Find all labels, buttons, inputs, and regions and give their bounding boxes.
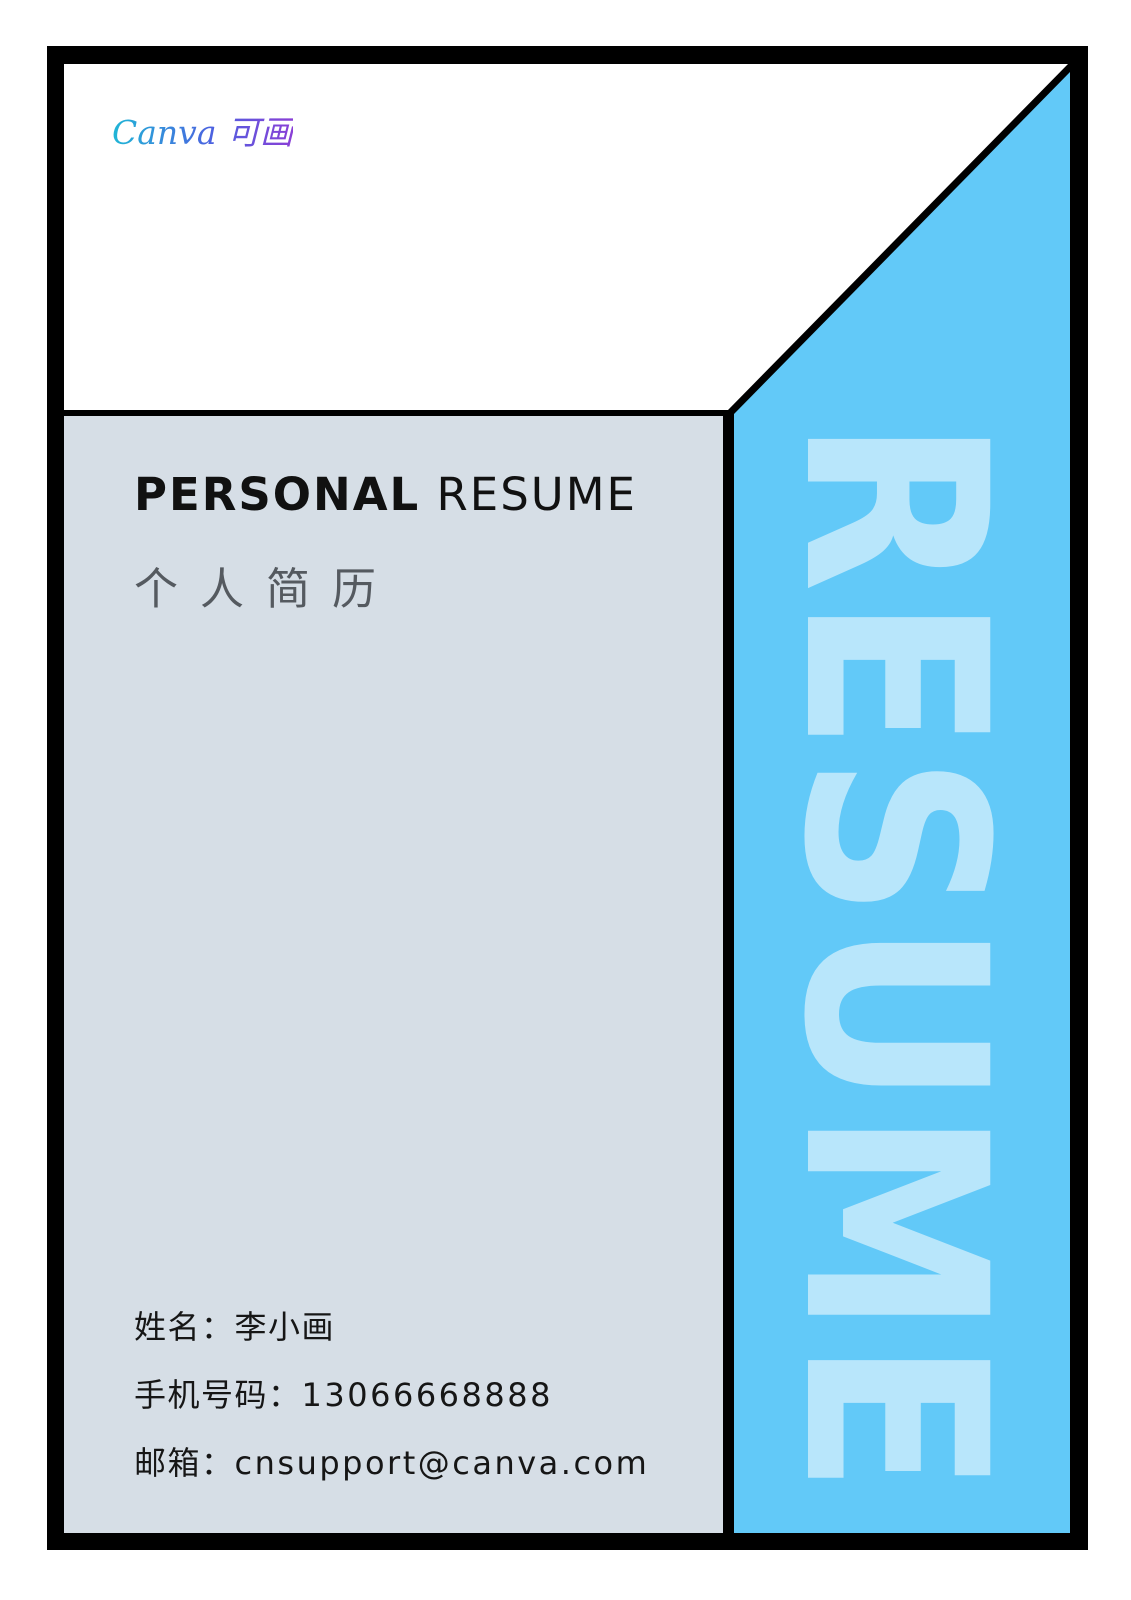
- title-bold: PERSONAL: [134, 468, 421, 521]
- phone-value: 13066668888: [301, 1376, 553, 1414]
- page-subtitle: 个人简历: [134, 564, 398, 615]
- right-panel: [734, 72, 1070, 1533]
- resume-watermark: RESUME: [749, 418, 1040, 1498]
- email-value: cnsupport@canva.com: [234, 1444, 650, 1482]
- top-panel: [64, 64, 1068, 410]
- name-label: 姓名：: [134, 1308, 235, 1346]
- email-label: 邮箱：: [134, 1444, 235, 1482]
- name-line: 姓名：李小画: [134, 1302, 335, 1348]
- left-panel: [64, 416, 723, 1533]
- name-value: 李小画: [234, 1308, 336, 1346]
- phone-line: 手机号码：13066668888: [134, 1370, 553, 1416]
- page-title: PERSONAL RESUME: [134, 468, 637, 521]
- phone-label: 手机号码：: [134, 1376, 302, 1414]
- title-light: RESUME: [436, 468, 637, 521]
- canva-logo: Canva 可画: [112, 106, 293, 154]
- email-line: 邮箱：cnsupport@canva.com: [134, 1438, 649, 1484]
